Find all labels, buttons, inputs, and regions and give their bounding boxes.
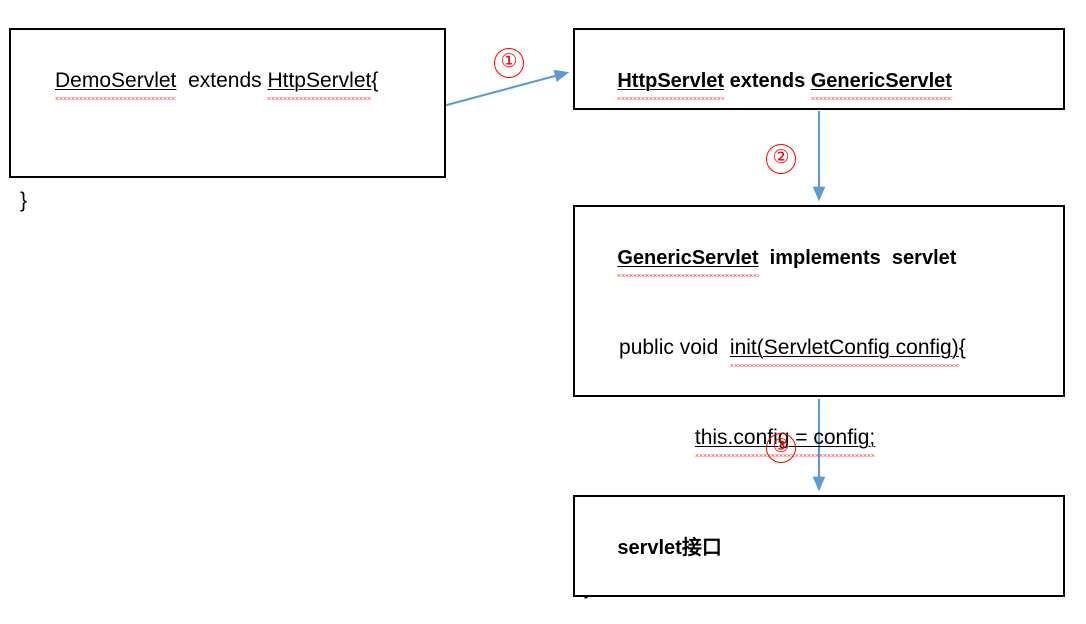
http-servlet-class-name: HttpServlet: [617, 66, 724, 100]
http-servlet-super-name: GenericServlet: [810, 66, 953, 100]
generic-servlet-init-config-signature: init(ServletConfig config): [729, 333, 959, 367]
demo-servlet-blank-line-1: [20, 126, 435, 156]
generic-servlet-heading-line: GenericServlet implements servlet: [584, 213, 1054, 303]
step-number-3-icon: ③: [766, 433, 796, 463]
servlet-interface-name: servlet: [617, 537, 682, 559]
servlet-interface-init-signature-line: public void init(ServletConfig config){: [584, 593, 1054, 624]
generic-servlet-class-name: GenericServlet: [617, 243, 759, 277]
box-demo-servlet[interactable]: DemoServlet extends HttpServlet{ }: [9, 28, 446, 212]
demo-servlet-signature-line: DemoServlet extends HttpServlet{: [20, 36, 435, 126]
arrow-demo-to-http: [442, 69, 570, 108]
generic-servlet-init-signature-line: public void init(ServletConfig config){: [584, 303, 1054, 393]
demo-servlet-close-brace-line: }: [20, 189, 28, 212]
demo-servlet-blank-line-2: [20, 156, 435, 186]
demo-servlet-class-name: DemoServlet: [55, 66, 177, 100]
http-servlet-extends-keyword: extends: [724, 70, 811, 92]
demo-servlet-extends-keyword: extends: [176, 69, 268, 92]
step-number-2-icon: ②: [766, 144, 796, 174]
generic-servlet-implements-clause: implements servlet: [758, 247, 957, 269]
http-servlet-heading-line: HttpServlet extends GenericServlet: [584, 36, 1054, 126]
demo-servlet-super-name: HttpServlet: [267, 66, 371, 100]
indent-spacer: [619, 426, 695, 449]
generic-servlet-public-void-1: public void: [619, 336, 730, 359]
servlet-interface-cjk-label: 接口: [681, 537, 722, 559]
generic-servlet-this-config-line: this.config = config;: [584, 393, 1054, 483]
demo-servlet-open-brace: {: [371, 69, 379, 92]
step-number-1-icon: ①: [494, 48, 524, 78]
box-generic-servlet[interactable]: GenericServlet implements servlet public…: [573, 205, 1065, 599]
box-http-servlet[interactable]: HttpServlet extends GenericServlet: [573, 28, 1065, 110]
servlet-interface-heading-line: servlet接口: [584, 503, 1054, 593]
box-servlet-interface[interactable]: servlet接口 public void init(ServletConfig…: [573, 495, 1065, 597]
generic-servlet-open-brace-1: {: [958, 336, 966, 359]
